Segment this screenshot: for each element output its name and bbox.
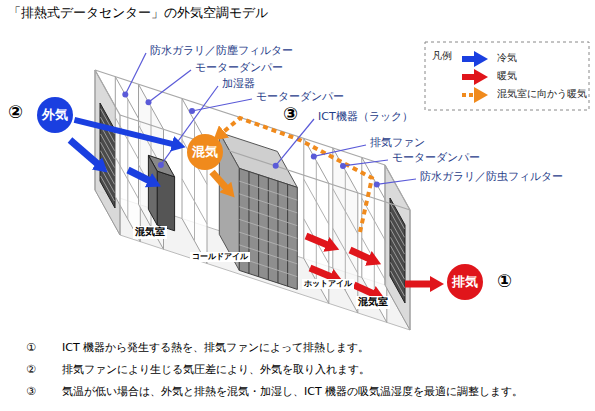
aisle-label: コールドアイル xyxy=(190,252,250,262)
legend-sample xyxy=(462,56,478,62)
partition xyxy=(182,99,207,264)
leader-dot xyxy=(122,92,128,98)
callout-label: 防水ガラリ／防塵フィルター xyxy=(150,44,293,58)
leader-dot xyxy=(273,163,279,169)
air-circle: 混気 xyxy=(187,134,223,170)
air-circle: 外気 xyxy=(37,97,73,133)
leader-dot xyxy=(158,162,164,168)
legend-text: 混気室に向かう暖気 xyxy=(497,88,587,101)
callout-label: モーターダンパー xyxy=(195,61,283,75)
circle-label: 外気 xyxy=(42,108,68,122)
note-text: 排気ファンにより生じる気圧差により、外気を取り入れます。 xyxy=(62,363,370,377)
warm-air-arrow xyxy=(354,285,376,295)
title: 「排熱式データセンター」の外気空調モデル xyxy=(8,5,268,21)
legend-box xyxy=(425,42,589,110)
leader-line xyxy=(276,119,314,166)
leader-dot xyxy=(189,108,195,114)
leader-dot xyxy=(374,181,380,187)
container-edge xyxy=(95,70,120,115)
leader-dot xyxy=(340,163,346,169)
room-label: 混気室 xyxy=(133,226,167,239)
rack-shelf xyxy=(239,194,297,213)
air-circle: 排気 xyxy=(447,264,483,300)
callout-number: ③ xyxy=(283,103,298,126)
callout-number: ① xyxy=(497,270,512,293)
legend-sample xyxy=(462,74,478,80)
note-number: ① xyxy=(26,341,36,355)
louver xyxy=(100,103,115,208)
rack-shelf xyxy=(239,181,297,200)
partition xyxy=(115,77,140,242)
callout-label: 排気ファン xyxy=(370,136,425,150)
warm-air-arrow xyxy=(405,281,434,288)
callout-label: ICT機器（ラック） xyxy=(318,110,413,124)
warm-air-arrow xyxy=(310,268,334,278)
cold-air-arrow xyxy=(128,170,152,182)
container-edge xyxy=(409,210,410,330)
leader-line xyxy=(149,70,192,102)
humidifier xyxy=(157,171,174,231)
note-number: ③ xyxy=(26,385,36,399)
room-label: 混気室 xyxy=(356,296,390,309)
mixed-air-arrow xyxy=(212,172,228,190)
humidifier xyxy=(148,155,157,225)
note-number: ② xyxy=(26,363,36,377)
cold-air-arrow xyxy=(70,140,100,166)
return-warm-air-path xyxy=(221,118,372,232)
callout-label: モーターダンパー xyxy=(392,151,480,165)
callout-label: モーターダンパー xyxy=(256,90,344,104)
leader-dot xyxy=(146,99,152,105)
leader-line xyxy=(192,99,252,111)
rack xyxy=(239,168,297,289)
container-edge xyxy=(385,165,410,210)
note-text: ICT 機器から発生する熱を、排気ファンによって排熱します。 xyxy=(62,341,369,355)
callout-label: 防水ガラリ／防虫フィルター xyxy=(420,170,563,184)
note-text: 気温が低い場合は、外気と排熱を混気・加湿し、ICT 機器の吸気温湿度を最適に調整… xyxy=(62,385,523,399)
louver xyxy=(390,198,405,303)
callout-label: 加湿器 xyxy=(222,77,255,91)
air-flow-arrow xyxy=(74,120,175,145)
circle-label: 排気 xyxy=(452,275,478,289)
leader-dot xyxy=(311,153,317,159)
rack-shelf xyxy=(239,207,297,226)
callout-number: ② xyxy=(8,101,23,124)
legend-sample xyxy=(462,93,478,97)
warm-air-arrow xyxy=(306,236,330,246)
circle-label: 混気 xyxy=(192,145,218,159)
legend-heading: 凡例 xyxy=(432,50,452,63)
rack-shelf xyxy=(239,219,297,238)
legend-text: 冷気 xyxy=(497,52,517,65)
aisle-label: ホットアイル xyxy=(302,279,354,289)
rack-shelf xyxy=(239,232,297,251)
leader-line xyxy=(377,179,416,184)
legend-text: 暖気 xyxy=(497,70,517,83)
leader-line xyxy=(314,145,366,156)
leader-line xyxy=(125,53,146,95)
leader-line xyxy=(343,160,388,166)
warm-air-arrow xyxy=(350,250,372,260)
container-edge xyxy=(94,70,95,190)
